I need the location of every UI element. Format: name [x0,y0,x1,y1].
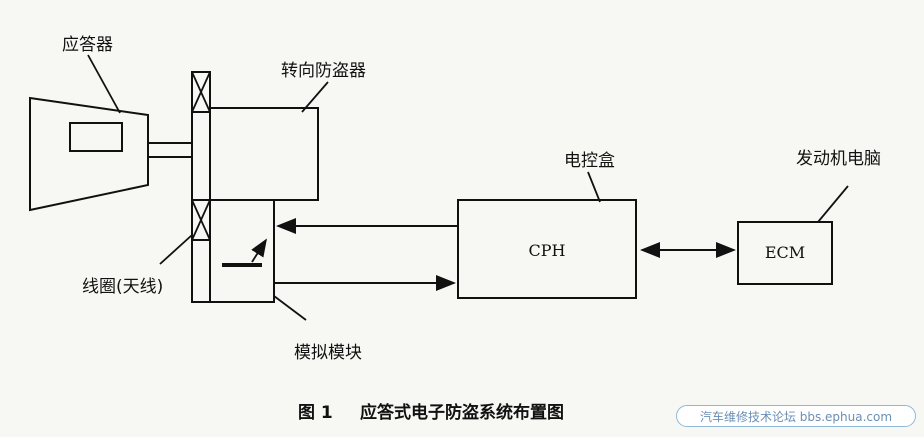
figure-caption: 应答式电子防盗系统布置图 [360,402,564,423]
analog-module-arrow [251,238,267,263]
analog-module-block [209,199,275,303]
cph-block [457,199,637,299]
control-box-leader [587,171,601,203]
analog-module-leader [273,295,307,321]
analog-module-label: 模拟模块 [294,343,362,363]
ecm-label: ECM [765,243,805,262]
engine-computer-leader [817,185,849,223]
figure-number: 图 1 [298,403,333,423]
steering-lock-block [209,107,319,201]
control-box-label: 电控盒 [564,151,615,171]
steering-lock-leader [301,81,329,113]
coil-antenna-leader [159,234,193,265]
coil-antenna-label: 线圈(天线) [82,277,163,297]
transponder-label: 应答器 [62,35,113,55]
transponder-key [29,96,192,212]
transponder-leader [87,54,121,114]
forum-watermark-text: 汽车维修技术论坛 bbs.ephua.com [699,410,893,424]
coil-antenna-column [191,71,211,303]
cph-label: CPH [529,241,566,260]
forum-watermark: 汽车维修技术论坛 bbs.ephua.com [676,405,916,427]
steering-lock-label: 转向防盗器 [281,61,366,81]
ecm-block [737,221,833,285]
engine-computer-label: 发动机电脑 [796,149,881,169]
